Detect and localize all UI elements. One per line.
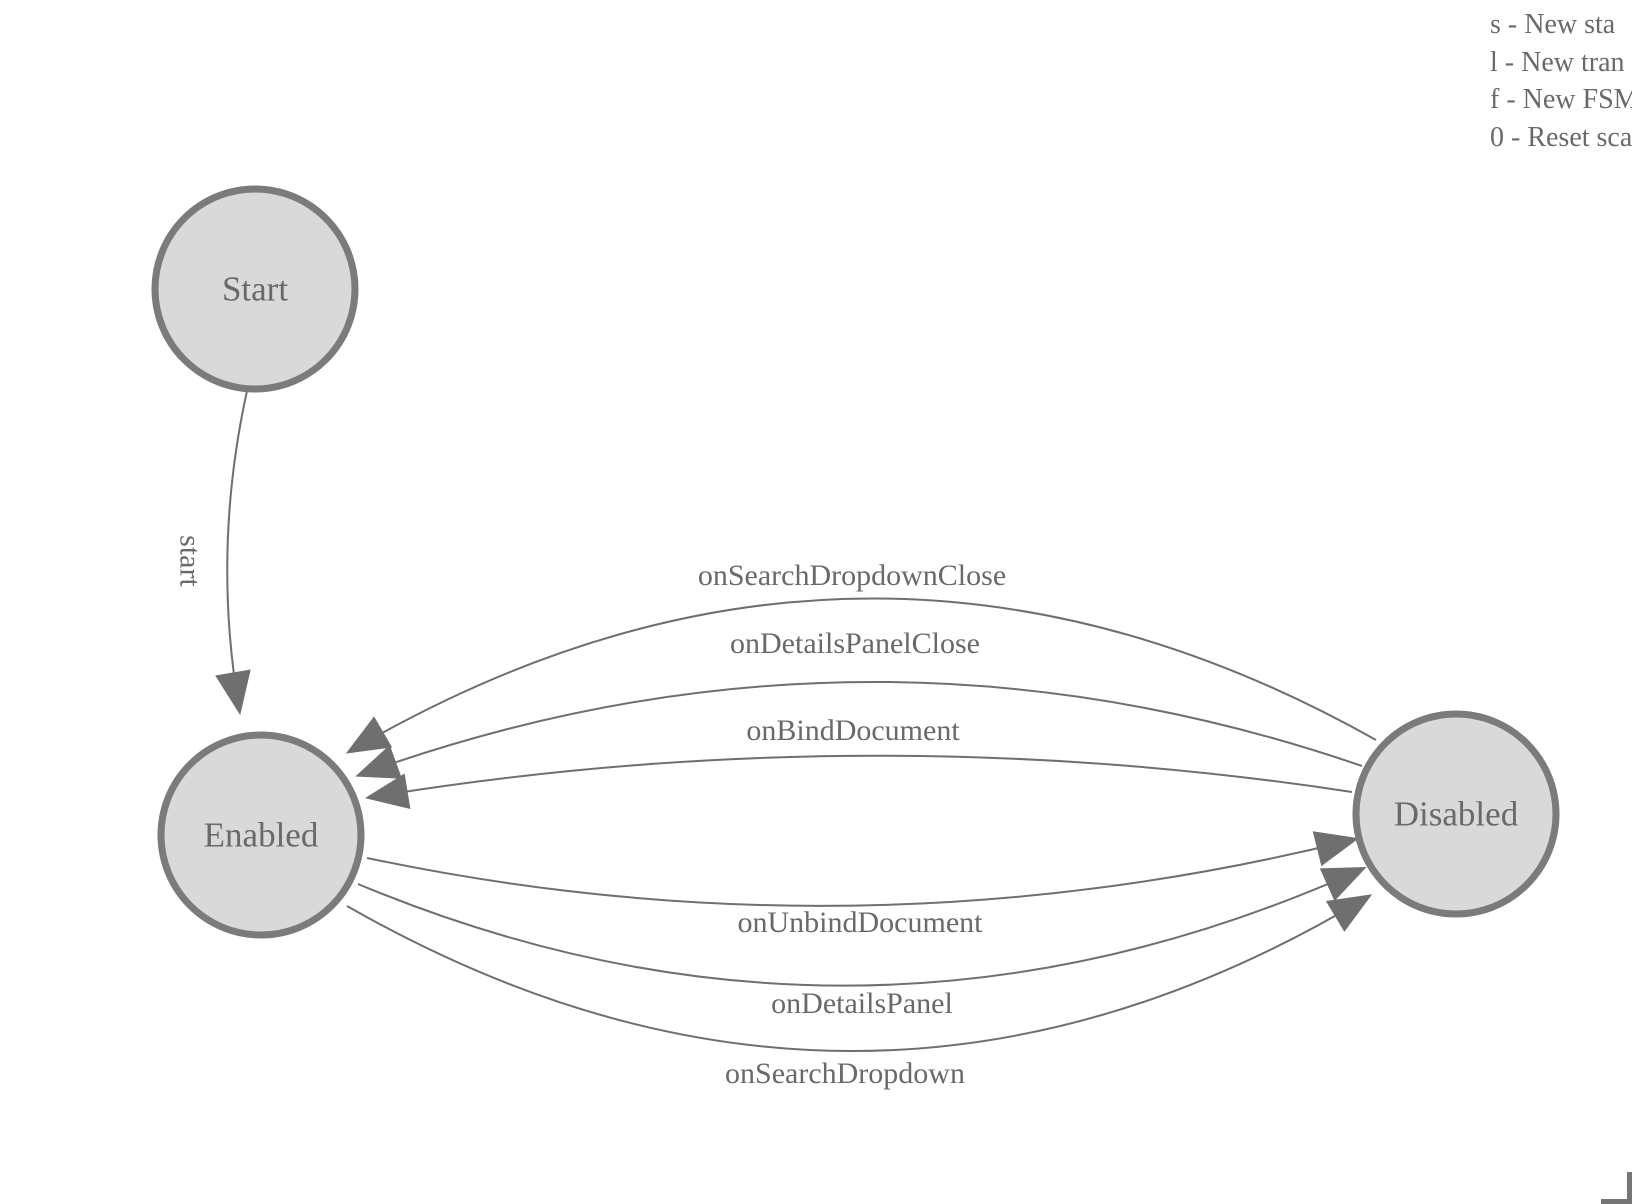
offscreen-box-corner [1601, 1172, 1632, 1204]
state-node-start[interactable]: Start [151, 185, 359, 393]
edge-onSearchDropdownClose [345, 597, 1377, 754]
edge-label-onDetailsPanelClose: onDetailsPanelClose [730, 627, 980, 660]
edge-onBindDocument [364, 754, 1353, 809]
state-circle-enabled[interactable] [157, 731, 365, 939]
state-label-enabled: Enabled [204, 816, 319, 855]
edge-label-onSearchDropdownClose: onSearchDropdownClose [698, 559, 1006, 592]
legend-line-new-fsm: f - New FSM [1490, 84, 1632, 116]
edge-label-onBindDocument: onBindDocument [746, 714, 960, 747]
state-circle-start[interactable] [151, 185, 359, 393]
legend-line-new-transition: l - New tran [1490, 46, 1625, 78]
transition-onDetailsPanel: onDetailsPanel [357, 867, 1367, 1020]
state-label-disabled: Disabled [1394, 795, 1519, 834]
transition-onUnbindDocument: onUnbindDocument [366, 831, 1359, 939]
transition-onSearchDropdownClose: onSearchDropdownClose [345, 559, 1377, 754]
shortcut-legend: s - New sta l - New tran f - New FSM 0 -… [1490, 6, 1632, 157]
transition-start: start [174, 390, 251, 716]
edge-label-start: start [174, 535, 207, 587]
edge-label-onUnbindDocument: onUnbindDocument [738, 906, 984, 939]
state-node-enabled[interactable]: Enabled [157, 731, 365, 939]
edge-label-onDetailsPanel: onDetailsPanel [771, 987, 953, 1020]
state-circle-disabled[interactable] [1352, 710, 1560, 918]
edge-onDetailsPanel [357, 867, 1367, 987]
state-label-start: Start [222, 270, 288, 309]
edge-onDetailsPanelClose [355, 680, 1363, 779]
edge-onSearchDropdown [346, 894, 1373, 1052]
corner-mark-horizontal [1601, 1199, 1632, 1204]
edge-label-onSearchDropdown: onSearchDropdown [725, 1057, 965, 1090]
legend-line-reset: 0 - Reset sca [1490, 122, 1632, 154]
corner-mark-vertical [1627, 1172, 1632, 1203]
legend-line-new-state: s - New sta [1490, 9, 1616, 40]
transition-onSearchDropdown: onSearchDropdown [346, 894, 1373, 1090]
edge-onUnbindDocument [366, 831, 1359, 907]
transition-onBindDocument: onBindDocument [364, 714, 1353, 809]
transition-onDetailsPanelClose: onDetailsPanelClose [355, 627, 1363, 779]
edge-start [215, 390, 251, 716]
state-node-disabled[interactable]: Disabled [1352, 710, 1560, 918]
